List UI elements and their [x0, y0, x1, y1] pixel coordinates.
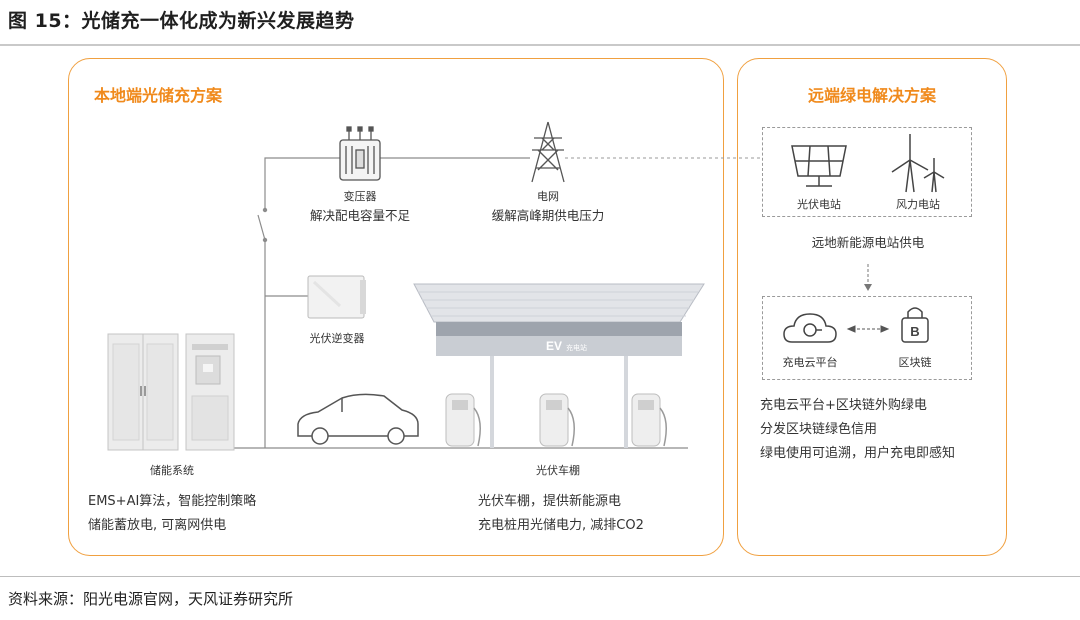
wind-turbine-icon	[891, 134, 945, 193]
cloud-blockchain-double-arrow	[846, 325, 890, 333]
charging-post-1	[445, 393, 481, 447]
grid-label: 电网	[537, 190, 559, 203]
top-rule	[0, 44, 1080, 46]
wind-station-label: 风力电站	[896, 198, 940, 211]
inverter-label: 光伏逆变器	[309, 332, 365, 345]
charging-post-2	[539, 393, 575, 447]
carport-canopy-icon	[413, 283, 705, 448]
carport-desc-1: 光伏车棚，提供新能源电	[478, 494, 622, 509]
carport-desc-2: 充电桩用光储电力, 减排CO2	[478, 518, 644, 533]
local-solution-panel	[68, 58, 724, 556]
remote-supply-label: 远地新能源电站供电	[811, 235, 925, 250]
cloud-platform-icon	[783, 313, 837, 343]
bottom-rule	[0, 576, 1080, 577]
remote-note-3: 绿电使用可追溯，用户充电即感知	[760, 446, 956, 461]
remote-note-2: 分发区块链绿色信用	[760, 422, 878, 437]
pv-panel-icon	[791, 145, 847, 187]
power-tower-icon	[531, 121, 565, 183]
remote-solution-panel	[737, 58, 1007, 556]
storage-label: 储能系统	[150, 464, 194, 477]
pv-station-label: 光伏电站	[797, 198, 841, 211]
remote-stations-box	[762, 127, 972, 217]
remote-note-1: 充电云平台+区块链外购绿电	[760, 398, 927, 413]
ev-sign-sub: 充电站	[566, 343, 587, 352]
ev-sign: EV	[546, 339, 562, 353]
remote-down-arrow	[864, 264, 872, 291]
blockchain-label: 区块链	[898, 356, 932, 369]
cloud-blockchain-box	[762, 296, 972, 380]
storage-desc-1: EMS+AI算法，智能控制策略	[88, 494, 257, 509]
inverter-icon	[307, 275, 366, 319]
cloud-platform-label: 充电云平台	[782, 356, 838, 369]
source-note: 资料来源：阳光电源官网，天风证券研究所	[8, 590, 294, 608]
transformer-icon	[339, 126, 381, 181]
local-panel-title: 本地端光储充方案	[94, 86, 223, 105]
car-icon	[297, 393, 419, 445]
charging-post-3	[631, 393, 667, 447]
carport-label: 光伏车棚	[536, 464, 580, 477]
wiring-lines	[186, 157, 688, 449]
transformer-label: 变压器	[343, 190, 377, 203]
blockchain-icon	[901, 307, 929, 343]
storage-desc-2: 储能蓄放电, 可离网供电	[88, 518, 227, 533]
grid-desc: 缓解高峰期供电压力	[491, 208, 605, 223]
figure-title: 图 15：光储充一体化成为新兴发展趋势	[8, 10, 355, 32]
blockchain-glyph: B	[910, 324, 919, 339]
remote-panel-title: 远端绿电解决方案	[807, 86, 937, 105]
transformer-desc: 解决配电容量不足	[309, 208, 411, 223]
storage-cabinet-icon	[107, 333, 235, 451]
